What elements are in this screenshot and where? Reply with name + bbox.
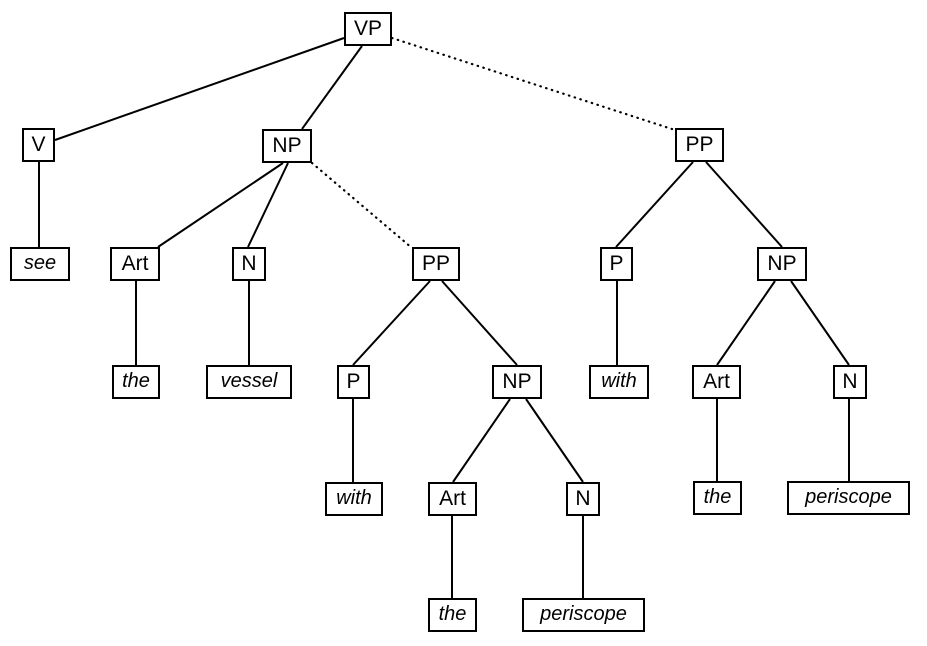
tree-edge <box>352 280 431 366</box>
tree-edge <box>452 398 511 483</box>
tree-node-label: PP <box>421 251 450 275</box>
tree-edge <box>310 161 414 250</box>
tree-edge <box>157 162 284 248</box>
tree-leaf-node-the1: the <box>112 365 160 399</box>
tree-node-label: periscope <box>805 486 892 508</box>
tree-leaf-node-with_m: with <box>325 482 383 516</box>
tree-node-label: NP <box>272 133 302 157</box>
tree-node-label: PP <box>685 132 714 156</box>
tree-node-label: see <box>23 252 57 274</box>
tree-category-node-np1: NP <box>262 129 312 163</box>
tree-edge <box>441 280 518 366</box>
tree-node-label: Art <box>703 369 730 393</box>
tree-node-label: NP <box>767 251 797 275</box>
tree-leaf-node-the_r: the <box>693 481 742 515</box>
tree-leaf-node-perisc_r: periscope <box>787 481 910 515</box>
tree-category-node-art_right: Art <box>692 365 741 399</box>
tree-category-node-n_mid: N <box>566 482 600 516</box>
tree-node-label: the <box>438 603 467 625</box>
tree-node-label: NP <box>502 369 532 393</box>
tree-node-label: periscope <box>540 603 627 625</box>
tree-node-label: P <box>609 251 624 275</box>
tree-leaf-node-the_m: the <box>428 598 477 632</box>
tree-category-node-pp_right: PP <box>675 128 724 162</box>
tree-category-node-v: V <box>22 128 55 162</box>
tree-leaf-node-perisc_m: periscope <box>522 598 645 632</box>
tree-node-label: the <box>122 370 150 392</box>
tree-edge <box>390 36 677 132</box>
tree-edge <box>615 161 694 248</box>
tree-edge <box>525 398 584 483</box>
tree-node-label: VP <box>353 16 382 40</box>
tree-node-label: N <box>842 369 858 393</box>
tree-edge <box>790 280 850 366</box>
tree-category-node-np_mid: NP <box>492 365 542 399</box>
tree-category-node-art_mid: Art <box>428 482 477 516</box>
tree-edge <box>705 161 783 248</box>
tree-leaf-node-vessel: vessel <box>206 365 292 399</box>
tree-category-node-vp: VP <box>344 12 392 46</box>
tree-edge <box>716 280 776 366</box>
tree-category-node-np_right: NP <box>757 247 807 281</box>
tree-node-label: N <box>575 486 591 510</box>
tree-category-node-p_mid: P <box>337 365 370 399</box>
tree-node-label: vessel <box>220 370 278 392</box>
tree-node-label: N <box>241 251 257 275</box>
tree-node-label: the <box>703 486 732 508</box>
tree-edge <box>301 45 363 130</box>
tree-category-node-art1: Art <box>110 247 160 281</box>
tree-edge <box>54 37 345 141</box>
tree-node-label: Art <box>439 486 466 510</box>
tree-node-label: with <box>601 370 637 392</box>
tree-category-node-n1: N <box>232 247 266 281</box>
tree-category-node-p_right: P <box>600 247 633 281</box>
tree-node-label: V <box>31 132 46 156</box>
tree-leaf-node-see: see <box>10 247 70 281</box>
tree-category-node-n_right: N <box>833 365 867 399</box>
tree-node-label: with <box>336 487 372 509</box>
tree-leaf-node-with_r: with <box>589 365 649 399</box>
tree-category-node-pp_mid: PP <box>412 247 460 281</box>
tree-node-label: Art <box>121 251 149 275</box>
tree-node-label: P <box>346 369 361 393</box>
tree-edge <box>247 162 289 248</box>
